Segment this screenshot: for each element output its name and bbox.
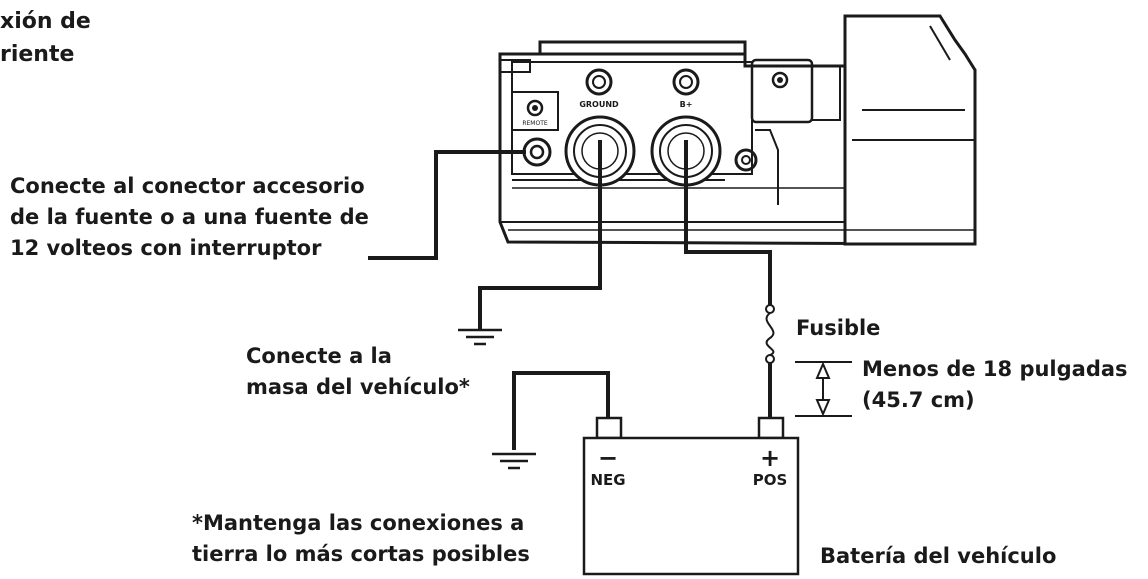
label-line: 12 volteos con interruptor: [10, 236, 322, 260]
amp-ground-wire: [478, 140, 602, 330]
side-screw: [734, 148, 758, 172]
battery-label: Batería del vehículo: [820, 541, 1056, 572]
bplus-wire-top: [684, 140, 772, 305]
label-line: masa del vehículo*: [246, 375, 470, 399]
distance-marker: [795, 361, 852, 417]
battery-pos-post: [757, 416, 785, 440]
amplifier-unit: [498, 14, 977, 246]
battery-pos-label: POS: [753, 471, 788, 489]
battery-neg-symbol: −: [598, 444, 618, 472]
label-line: (45.7 cm): [862, 388, 975, 412]
remote-wire: [368, 150, 526, 260]
battery-body: [582, 436, 800, 576]
bplus-terminal-label: B+: [680, 100, 693, 109]
battery-neg-label: NEG: [590, 471, 625, 489]
section-title: xión de riente: [0, 5, 91, 71]
battery-pos-symbol: +: [760, 444, 780, 472]
remote-terminal-label: REMOTE: [522, 120, 548, 127]
label-line: *Mantenga las conexiones a: [192, 511, 525, 535]
label-line: Conecte a la: [246, 344, 392, 368]
ground-terminal-label: GROUND: [579, 100, 619, 109]
title-line: riente: [0, 42, 75, 67]
label-line: Fusible: [796, 316, 881, 340]
ground-symbol-amp: [458, 328, 502, 346]
bplus-small-terminal: B+: [672, 68, 700, 109]
distance-label: Menos de 18 pulgadas (45.7 cm): [862, 354, 1128, 416]
chassis-ground-label: Conecte a la masa del vehículo*: [246, 341, 470, 403]
battery-neg-post: [595, 416, 623, 440]
label-line: tierra lo más cortas posibles: [192, 542, 530, 566]
title-line: xión de: [0, 9, 91, 34]
ground-symbol-battery: [492, 452, 536, 470]
battery: [582, 416, 800, 576]
remote-terminal: REMOTE: [511, 91, 559, 131]
fuse: [765, 304, 775, 364]
ground-small-terminal: GROUND: [579, 68, 619, 109]
wires: [368, 140, 772, 450]
accessory-connection-label: Conecte al conector accesorio de la fuen…: [10, 171, 369, 264]
label-line: Menos de 18 pulgadas: [862, 357, 1128, 381]
battery-ground-wire: [512, 371, 610, 450]
ground-note-label: *Mantenga las conexiones a tierra lo más…: [192, 508, 530, 570]
fuse-label: Fusible: [796, 313, 880, 344]
label-line: de la fuente o a una fuente de: [10, 205, 369, 229]
label-line: Batería del vehículo: [820, 544, 1057, 568]
label-line: Conecte al conector accesorio: [10, 174, 365, 198]
